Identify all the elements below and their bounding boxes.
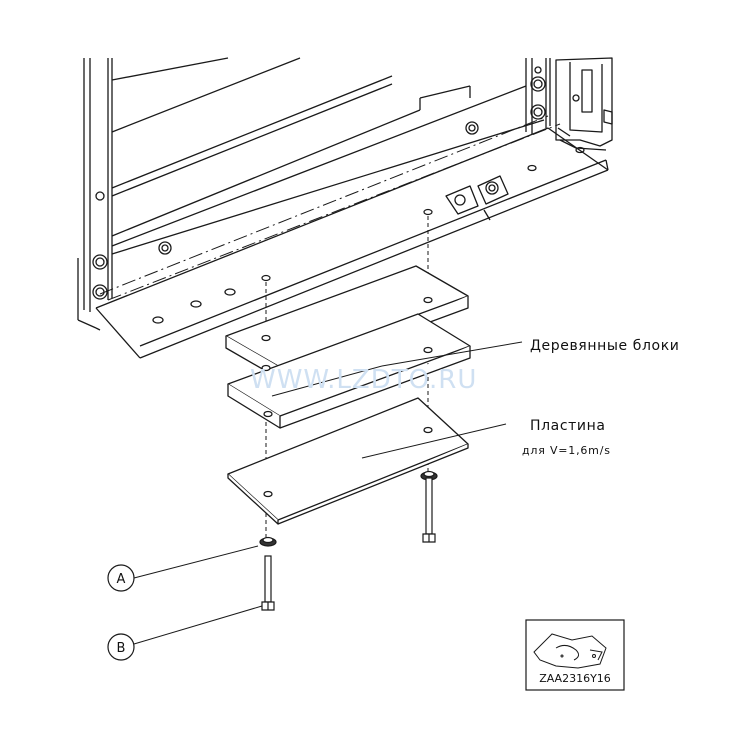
anchor-holes	[261, 208, 433, 282]
left-frame-post	[77, 58, 113, 331]
wooden-blocks-label: Деревянные блоки	[530, 338, 679, 354]
right-frame-post	[525, 58, 551, 134]
plate-note-label: для V=1,6m/s	[522, 444, 611, 457]
bottom-rail	[95, 85, 609, 359]
watermark: WWW.LZDTO.RU	[250, 365, 477, 395]
callout-b-label: B	[117, 641, 126, 656]
callout-a-label: A	[117, 572, 126, 587]
bolt-icon	[259, 470, 438, 611]
callout-b: B	[107, 633, 135, 661]
steel-plate	[227, 397, 469, 525]
rail-brackets	[445, 175, 509, 221]
parts-bag-icon	[533, 633, 607, 669]
plate-label: Пластина	[530, 418, 606, 434]
elevator-unit	[77, 57, 613, 359]
part-code-box: ZAA2316Y16	[525, 619, 625, 691]
callout-a: A	[107, 564, 135, 592]
leader-lines	[133, 341, 523, 645]
panel-ribs	[111, 57, 471, 237]
rail-holes	[152, 121, 585, 324]
right-side-bracket	[555, 57, 613, 151]
part-code-label: ZAA2316Y16	[539, 672, 611, 685]
wooden-block-lower	[227, 313, 471, 429]
